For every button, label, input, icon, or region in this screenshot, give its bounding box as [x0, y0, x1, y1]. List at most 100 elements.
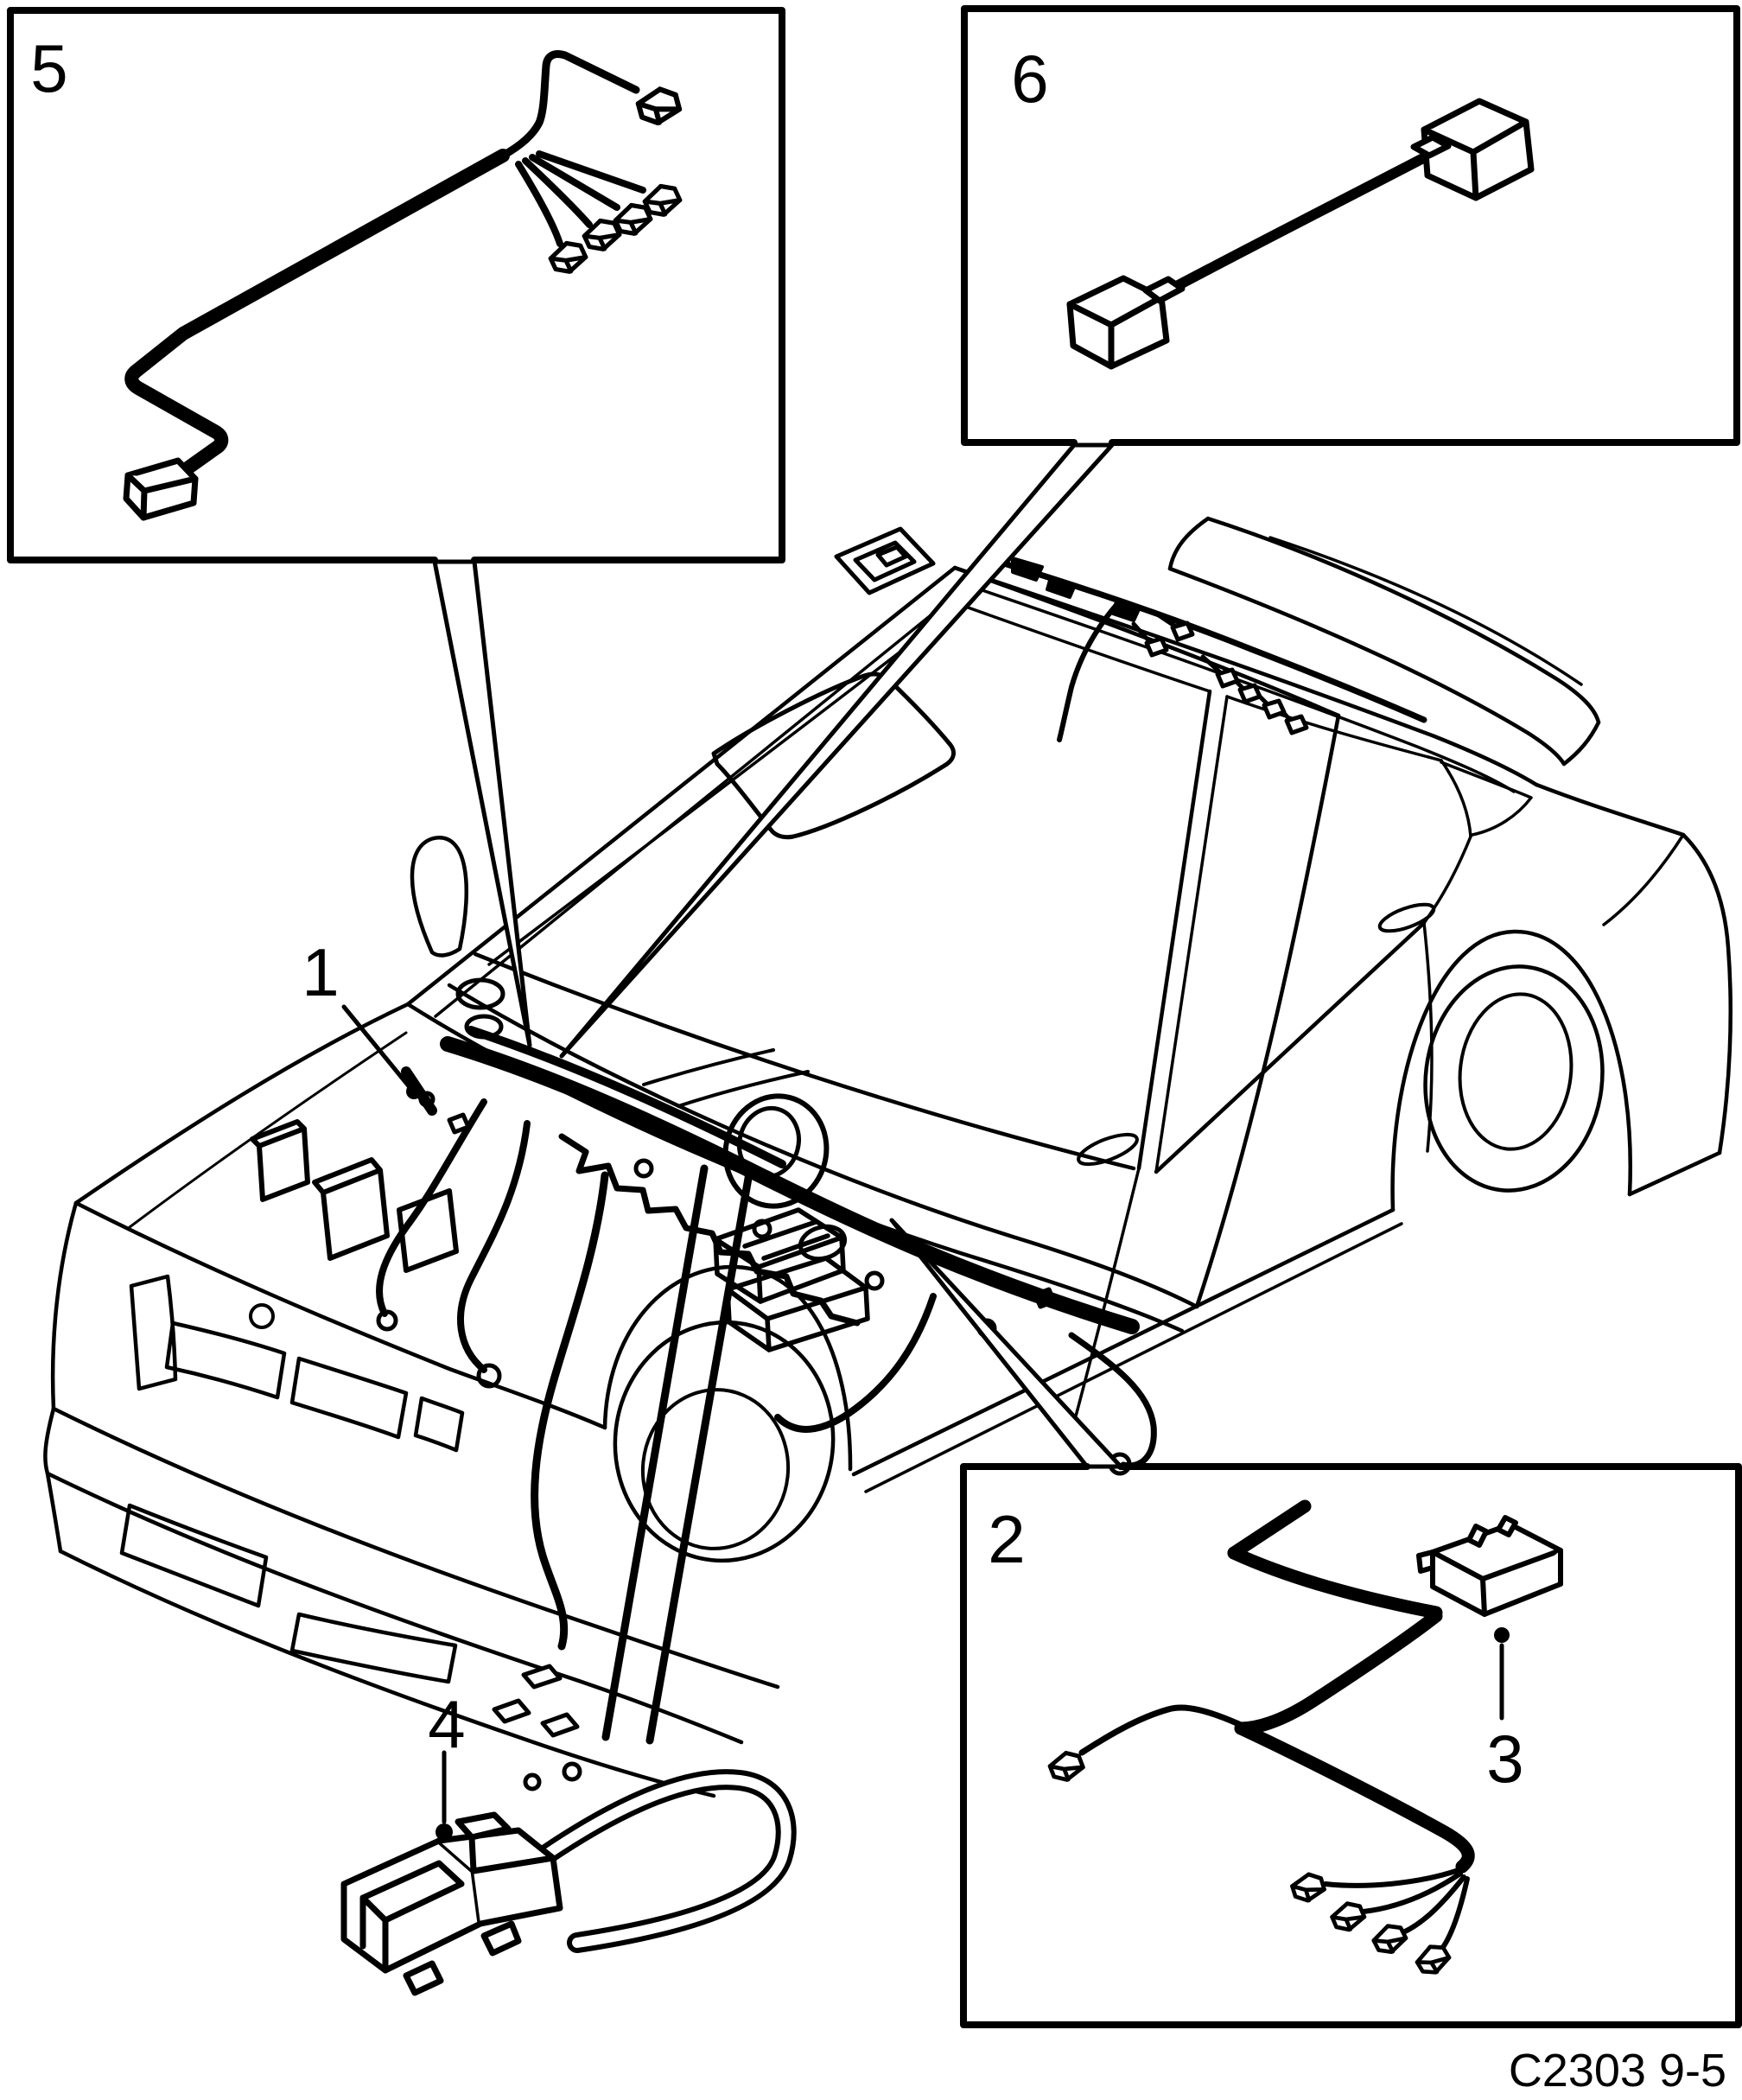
bay-wire-3-ring1 [562, 1761, 582, 1782]
bumper-top-line [51, 1406, 780, 1690]
box6-upper-connector [1410, 98, 1535, 201]
overhead-console [834, 526, 936, 595]
a-pillar-outer [405, 565, 957, 1007]
box6-lower-connector [1066, 275, 1186, 370]
sunroof [711, 671, 956, 840]
backlight-bottom [1167, 566, 1567, 767]
box2-fan-plug-icon [1414, 1942, 1453, 1978]
reservoir-cap-bot [464, 1014, 504, 1040]
bay-wire-3 [531, 1171, 609, 1651]
box5-label: 5 [30, 30, 67, 106]
item4-leader-lines [601, 1164, 754, 1745]
deck-edge [1534, 782, 1686, 837]
box2-fan-1 [1323, 1868, 1461, 1888]
callout-1-label: 1 [302, 934, 339, 1010]
roof-terminal-icon [1264, 701, 1284, 717]
box5-main-connector [123, 457, 199, 521]
quarter-window [1440, 760, 1533, 837]
rear-glass-rear-edge [1440, 759, 1472, 838]
roof-branch-3 [1200, 654, 1223, 675]
box2-fan-2 [1361, 1871, 1463, 1914]
relay-box-1 [312, 1157, 390, 1261]
front-door-glass-front [487, 603, 963, 966]
roof-rail-outer [952, 565, 1539, 787]
wiper-left [642, 1048, 775, 1086]
box5-harness [123, 50, 683, 521]
front-wheel-outer [613, 1320, 836, 1563]
side-mirror [410, 836, 468, 958]
grille-slot-c [413, 1396, 465, 1453]
callout-1 [341, 1004, 422, 1099]
bumper-slot-left [119, 1503, 269, 1608]
booster [722, 1093, 830, 1209]
callout-1-dot [406, 1084, 422, 1099]
roof-branch-2 [1131, 621, 1152, 644]
box2-fan-3 [1401, 1874, 1466, 1935]
roof-rail-inner [973, 586, 1516, 793]
item4-loop-core [524, 1774, 792, 1948]
item4-leader-line-1 [601, 1164, 709, 1741]
windshield-right-edge [1194, 713, 1341, 1309]
callout-3-dot [1494, 1627, 1510, 1643]
front-fender-line [73, 1200, 607, 1430]
bay-wire-1 [376, 1098, 487, 1317]
item4-loop-outer [518, 1769, 797, 1953]
rear-wheel-arch [1390, 929, 1632, 1212]
item4-housing [340, 1811, 563, 1996]
box5-top-branch [499, 50, 640, 160]
box2-harness [1048, 1499, 1563, 1978]
bay-clip-3 [1033, 1287, 1057, 1309]
callout-4 [436, 1750, 453, 1841]
roof-terminal-icon [1147, 639, 1167, 655]
engine-bay-harness [250, 977, 1157, 1791]
item4-leader-line-2 [645, 1164, 754, 1745]
b-pillar-front [1136, 689, 1212, 1171]
front-door-handle [1077, 1132, 1139, 1167]
box5-trunk [124, 149, 510, 481]
grille-slot-b [289, 1356, 409, 1440]
box2-fan-4 [1439, 1876, 1470, 1952]
inset-box-2-frame [960, 1463, 1742, 2028]
booster-inner [737, 1105, 801, 1180]
saab-badge [249, 1303, 275, 1329]
box2-trunk-stub [1227, 1499, 1312, 1560]
box5-fan-w2 [522, 157, 593, 228]
roof-harness [1001, 557, 1427, 742]
harness-ring-3 [864, 1270, 885, 1291]
bay-wire-3-ring2 [523, 1772, 542, 1791]
box6-leader-wedge [559, 442, 1115, 1059]
rear-valance [1627, 1150, 1722, 1197]
roof-terminal-icon [1173, 623, 1192, 640]
box2-left-branch [1078, 1704, 1244, 1756]
callout-3 [1494, 1627, 1510, 1721]
box5-fan-plug-icon [548, 239, 588, 276]
callout-4-label: 4 [428, 1686, 465, 1762]
harness-ring-1 [633, 1158, 654, 1179]
inset-box-5-frame [7, 7, 785, 563]
box2-trunk-down2 [1234, 1721, 1475, 1874]
box6-cable-assembly [1066, 98, 1535, 370]
inset-box-5 [7, 7, 785, 563]
backlight-right [1561, 720, 1601, 767]
box2-leader-wedge [889, 1218, 1123, 1469]
box5-top-plug-icon [637, 87, 681, 125]
fuse-box [713, 1207, 870, 1352]
b-pillar-rear [1154, 695, 1229, 1174]
connector-row-squiggle [558, 1133, 861, 1327]
callout-3-label: 3 [1486, 1721, 1523, 1797]
bay-wire-2-ring [476, 1363, 502, 1389]
bay-wire-2 [457, 1120, 531, 1373]
front-corner-edge [50, 1200, 79, 1411]
reservoir-cap-top [455, 977, 505, 1010]
grille-slot-a [164, 1320, 287, 1400]
figure-code: C2303 9-5 [1509, 2045, 1726, 2097]
windshield-base [447, 983, 1199, 1309]
rear-wheel-outer [1423, 964, 1605, 1193]
rear-wheel-inner [1458, 992, 1574, 1151]
callout-1-leader [341, 1004, 412, 1090]
rear-door-glass-top [1225, 695, 1443, 762]
roof-harness-main [1001, 560, 1427, 723]
rocker-sill-upper [851, 1207, 1396, 1477]
roof-harness-drop [1057, 602, 1119, 742]
